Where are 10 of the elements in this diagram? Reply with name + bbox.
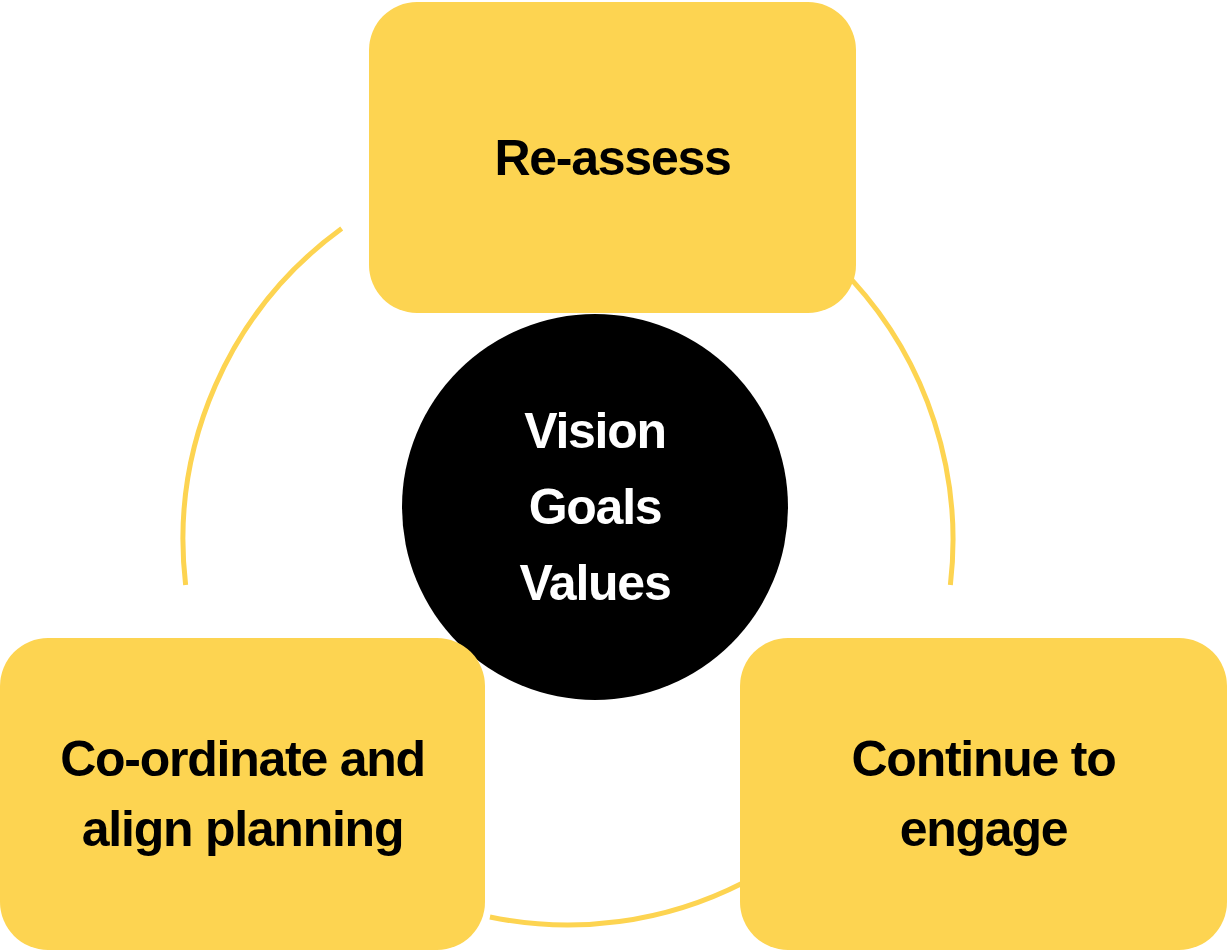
- step-box: [0, 638, 485, 950]
- step-box: [740, 638, 1227, 950]
- node-label: Re-assess: [494, 128, 731, 188]
- node-label: Goals: [528, 478, 662, 537]
- node-label: Vision: [524, 402, 666, 461]
- node-label: Co-ordinate and align planning: [59, 730, 426, 859]
- cycle-arc: [180, 226, 344, 586]
- node-label: Continue to engage: [850, 730, 1117, 859]
- node-label: Values: [519, 554, 671, 613]
- step-box: [369, 2, 856, 313]
